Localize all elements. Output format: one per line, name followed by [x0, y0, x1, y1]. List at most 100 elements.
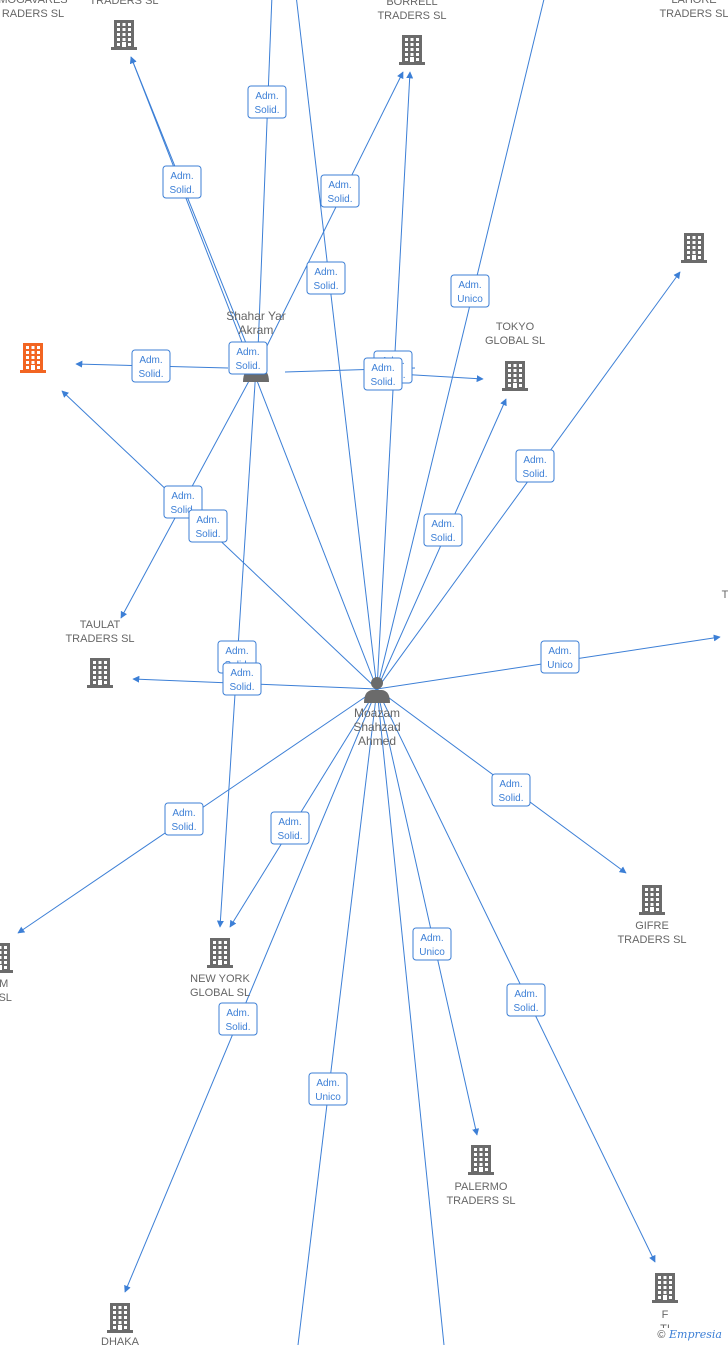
edge-role-text: Solid.: [195, 529, 220, 540]
node-label: TRADERS SL: [659, 8, 728, 20]
node-label: Shahar Yar: [226, 309, 286, 323]
node-label: T: [722, 589, 728, 601]
edge-role-text: Solid.: [327, 194, 352, 205]
edge-role-label: Adm.Solid.: [218, 1002, 258, 1036]
edge-role-text: Adm.: [499, 779, 522, 790]
edge-line: [296, 0, 378, 690]
edge-role-label: Adm.Unico: [540, 640, 580, 674]
node-label: F: [662, 1309, 669, 1321]
edge-role-text: Adm.: [171, 491, 194, 502]
edge-role-label: Adm. Solid.: [162, 165, 202, 199]
node-label: MOGAVARES: [0, 0, 68, 6]
node-label: Akram: [239, 323, 274, 337]
node-label: GIFRE: [635, 920, 669, 932]
edge-role-label: Adm. Solid.: [491, 773, 531, 807]
edge-role-text: Adm.: [314, 267, 337, 278]
edge-role-text: Adm.: [225, 646, 248, 657]
node-label: NEW YORK: [190, 973, 250, 985]
edge-role-text: Adm.: [316, 1078, 339, 1089]
building-icon: [20, 343, 46, 373]
building-icon: [639, 885, 665, 915]
edge-role-text: Solid.: [169, 185, 194, 196]
edge-role-text: Solid.: [254, 105, 279, 116]
edge-role-text: Adm.: [431, 519, 454, 530]
edge-role-label: Adm.Solid.: [222, 662, 262, 696]
edge-role-label: Adm.Solid.: [515, 449, 555, 483]
edge-role-text: Solid.: [225, 1022, 250, 1033]
edge-role-label: Adm. Unico: [450, 274, 490, 308]
edge-role-text: Adm.: [196, 515, 219, 526]
edge-role-text: Solid.: [229, 682, 254, 693]
node-label: LAHORE: [671, 0, 716, 6]
node-label: TRADERS SL: [377, 10, 446, 22]
building-icon: [502, 361, 528, 391]
building-icon: [111, 20, 137, 50]
edge-role-label: Adm. Unico: [308, 1072, 348, 1106]
edge-line: [297, 688, 378, 1345]
edge-line: [376, 688, 445, 1345]
node-label: Moazam: [354, 706, 400, 720]
building-icon: [468, 1145, 494, 1175]
node-label: BORRELL: [386, 0, 437, 8]
edges: [17, 0, 721, 1345]
edge-role-text: Adm.: [278, 817, 301, 828]
node-label: S SL: [0, 992, 12, 1004]
edge-role-text: Unico: [457, 294, 483, 305]
edge-role-label: Adm.Unico: [412, 927, 452, 961]
node-label: Shahzad: [353, 720, 400, 734]
edge-line: [124, 688, 378, 1293]
node-label: TRADERS SL: [89, 0, 158, 7]
footer-brand: © Empresia: [655, 1328, 724, 1341]
node-label: RADERS SL: [2, 8, 64, 20]
node-label: TRADERS SL: [617, 934, 686, 946]
node-label: AM: [0, 978, 8, 990]
edge-role-text: Solid.: [171, 822, 196, 833]
building-icon: [652, 1273, 678, 1303]
edge-role-text: Unico: [315, 1092, 341, 1103]
edge-role-text: Adm.: [328, 180, 351, 191]
edge-line: [130, 56, 257, 369]
node-label: TOKYO: [496, 321, 535, 333]
edge-role-text: Adm.: [420, 933, 443, 944]
edge-role-text: Adm.: [255, 91, 278, 102]
brand-name: Empresia: [669, 1328, 722, 1341]
edge-role-text: Solid.: [370, 377, 395, 388]
edge-role-label: Adm.Solid.: [228, 341, 268, 375]
node-label: GLOBAL SL: [190, 987, 250, 999]
edge-line: [376, 688, 656, 1263]
edge-labels: Adm.Solid.Adm.Solid.Adm.Solid.Adm.Solid.…: [131, 85, 580, 1106]
edge-role-text: Solid.: [522, 469, 547, 480]
edge-line: [229, 688, 378, 928]
edge-role-text: Adm.: [458, 280, 481, 291]
edge-role-text: Solid.: [277, 831, 302, 842]
edge-role-text: Adm.: [139, 355, 162, 366]
edge-line: [376, 688, 480, 1136]
copyright-symbol: ©: [657, 1329, 666, 1341]
building-icon: [681, 233, 707, 263]
building-icon: [207, 938, 233, 968]
edge-role-text: Solid.: [235, 361, 260, 372]
edge-role-label: Adm. Solid.: [306, 261, 346, 295]
edge-role-label: Adm. Solid.: [164, 802, 204, 836]
edge-line: [257, 0, 273, 351]
edge-line: [376, 0, 545, 690]
edge-role-text: Adm.: [371, 363, 394, 374]
building-icon: [0, 943, 13, 973]
edge-role-text: Solid.: [430, 533, 455, 544]
person-icon: [364, 677, 390, 703]
edge-role-text: Solid.: [170, 505, 195, 516]
node-label: Ahmed: [358, 734, 396, 748]
edge-role-text: Adm.: [172, 808, 195, 819]
edge-role-label: Adm. Solid.: [506, 983, 546, 1017]
edge-role-text: Solid.: [513, 1003, 538, 1014]
edge-role-text: Adm.: [514, 989, 537, 1000]
edge-role-label: Adm. Solid.: [188, 509, 228, 543]
edge-role-text: Solid.: [498, 793, 523, 804]
node-label: GLOBAL SL: [485, 335, 545, 347]
edge-role-text: Solid.: [313, 281, 338, 292]
building-icon: [87, 658, 113, 688]
building-icon: [107, 1303, 133, 1333]
edge-role-text: Adm.: [170, 171, 193, 182]
